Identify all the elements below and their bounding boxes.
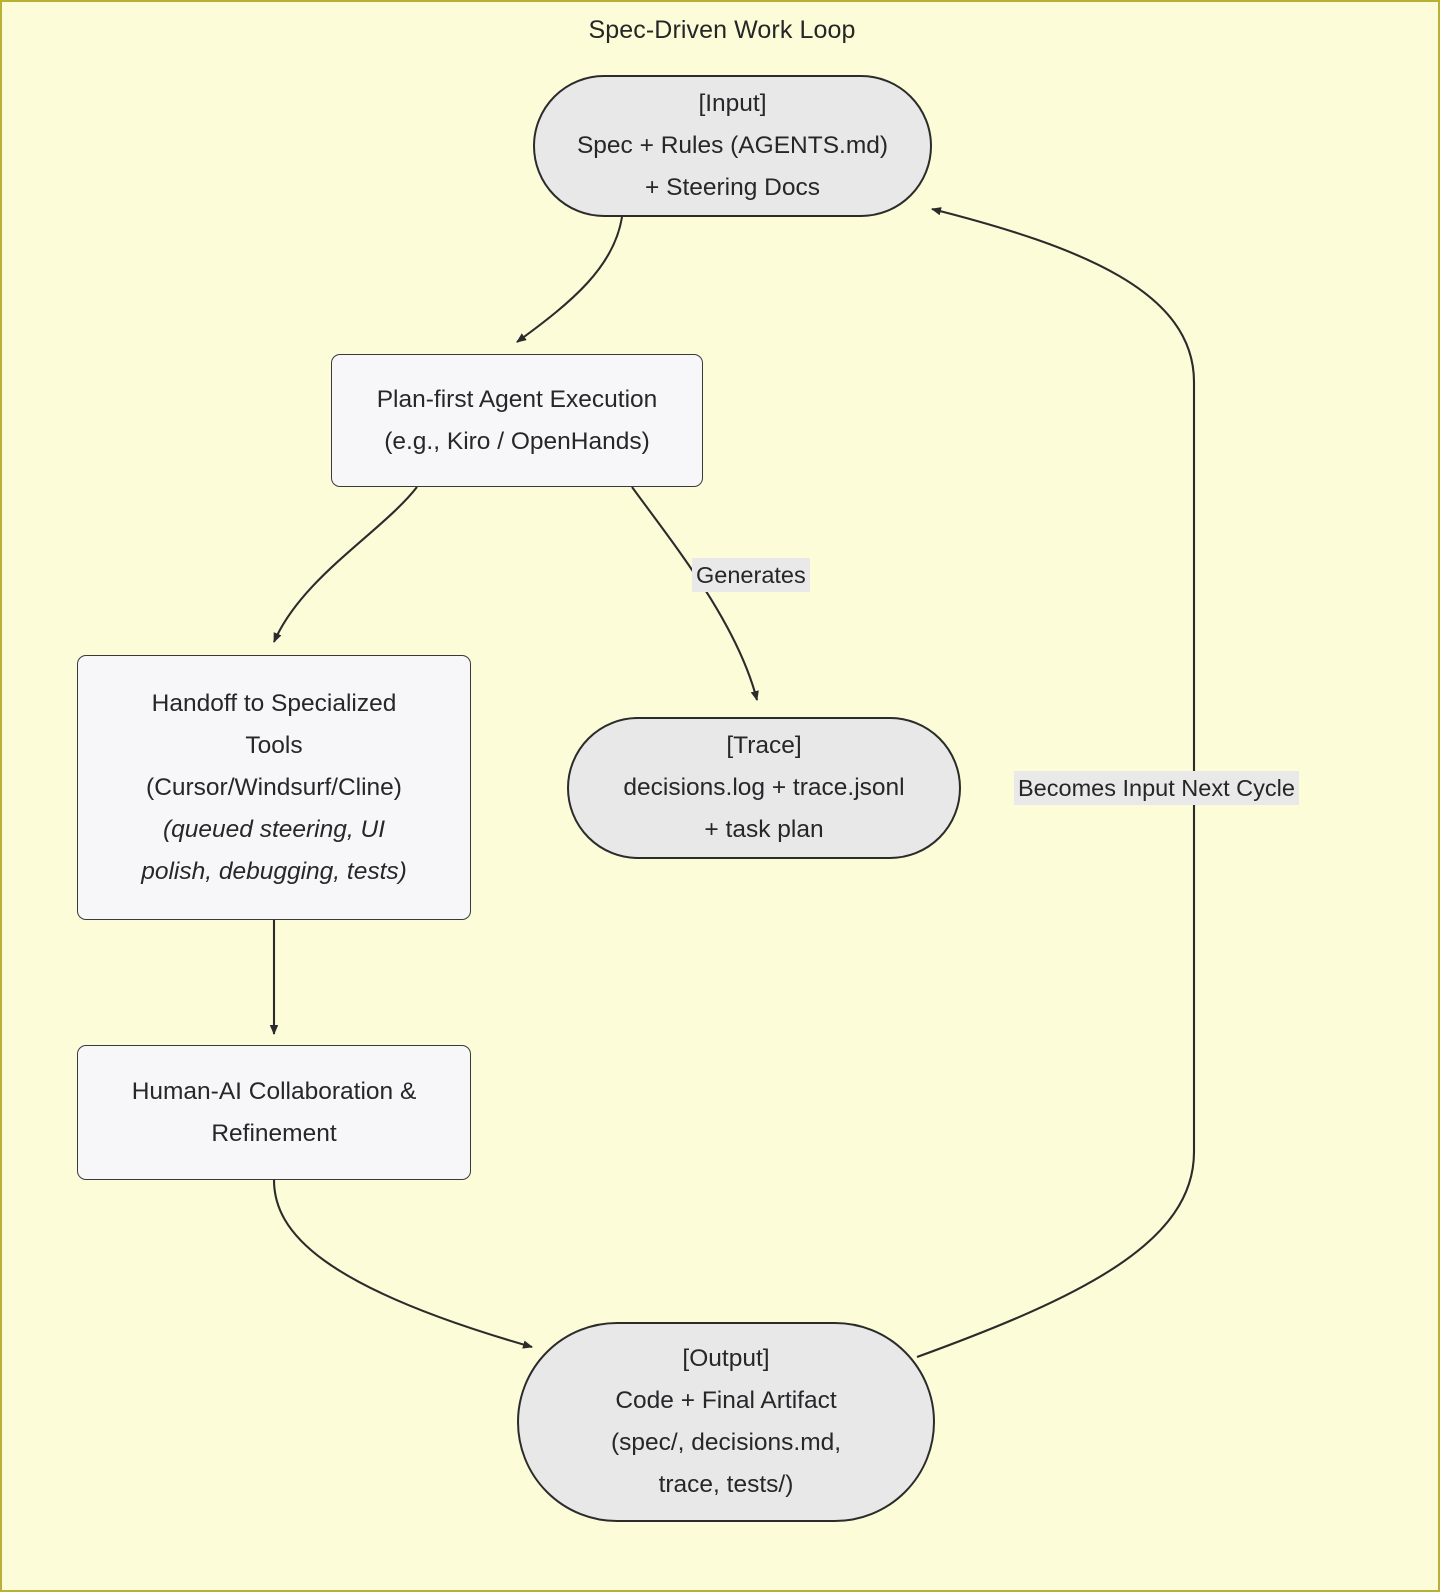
node-plan-first-agent-execution[interactable]: Plan-first Agent Execution (e.g., Kiro /… bbox=[331, 354, 703, 487]
edge-input-to-plan bbox=[516, 216, 624, 343]
node-output-line-4: trace, tests/) bbox=[658, 1471, 794, 1498]
node-trace-line-3: + task plan bbox=[704, 816, 824, 843]
edge-label-becomes-input-next-cycle: Becomes Input Next Cycle bbox=[1014, 771, 1299, 805]
node-plan-line-1: Plan-first Agent Execution bbox=[376, 385, 658, 413]
node-output-line-1: [Output] bbox=[682, 1345, 770, 1372]
node-output[interactable]: [Output] Code + Final Artifact (spec/, d… bbox=[517, 1322, 935, 1522]
node-handoff-line-5: polish, debugging, tests) bbox=[141, 857, 407, 885]
node-handoff-line-3: (Cursor/Windsurf/Cline) bbox=[146, 773, 402, 801]
node-trace-line-2: decisions.log + trace.jsonl bbox=[623, 774, 905, 801]
node-output-line-2: Code + Final Artifact bbox=[615, 1387, 837, 1414]
edge-human-to-output bbox=[272, 1179, 533, 1349]
node-input-line-3: + Steering Docs bbox=[645, 174, 820, 201]
node-trace-line-1: [Trace] bbox=[726, 732, 802, 759]
node-human-line-2: Refinement bbox=[211, 1119, 337, 1147]
node-handoff-line-4: (queued steering, UI bbox=[163, 815, 385, 843]
node-human-line-1: Human-AI Collaboration & bbox=[131, 1077, 417, 1105]
diagram-title: Spec-Driven Work Loop bbox=[588, 16, 856, 44]
node-input-line-1: [Input] bbox=[698, 90, 767, 117]
node-handoff-to-specialized-tools[interactable]: Handoff to Specialized Tools (Cursor/Win… bbox=[77, 655, 471, 920]
node-trace[interactable]: [Trace] decisions.log + trace.jsonl + ta… bbox=[567, 717, 961, 859]
node-input-line-2: Spec + Rules (AGENTS.md) bbox=[576, 132, 889, 159]
node-handoff-line-2: Tools bbox=[245, 731, 303, 759]
node-human-ai-collaboration[interactable]: Human-AI Collaboration & Refinement bbox=[77, 1045, 471, 1180]
edge-plan-to-trace bbox=[631, 486, 759, 701]
node-handoff-line-1: Handoff to Specialized bbox=[151, 689, 397, 717]
edge-label-generates: Generates bbox=[692, 558, 810, 592]
node-input[interactable]: [Input] Spec + Rules (AGENTS.md) + Steer… bbox=[533, 75, 932, 217]
edge-plan-to-handoff bbox=[273, 486, 418, 643]
node-output-line-3: (spec/, decisions.md, bbox=[610, 1429, 842, 1456]
node-plan-line-2: (e.g., Kiro / OpenHands) bbox=[384, 427, 650, 455]
